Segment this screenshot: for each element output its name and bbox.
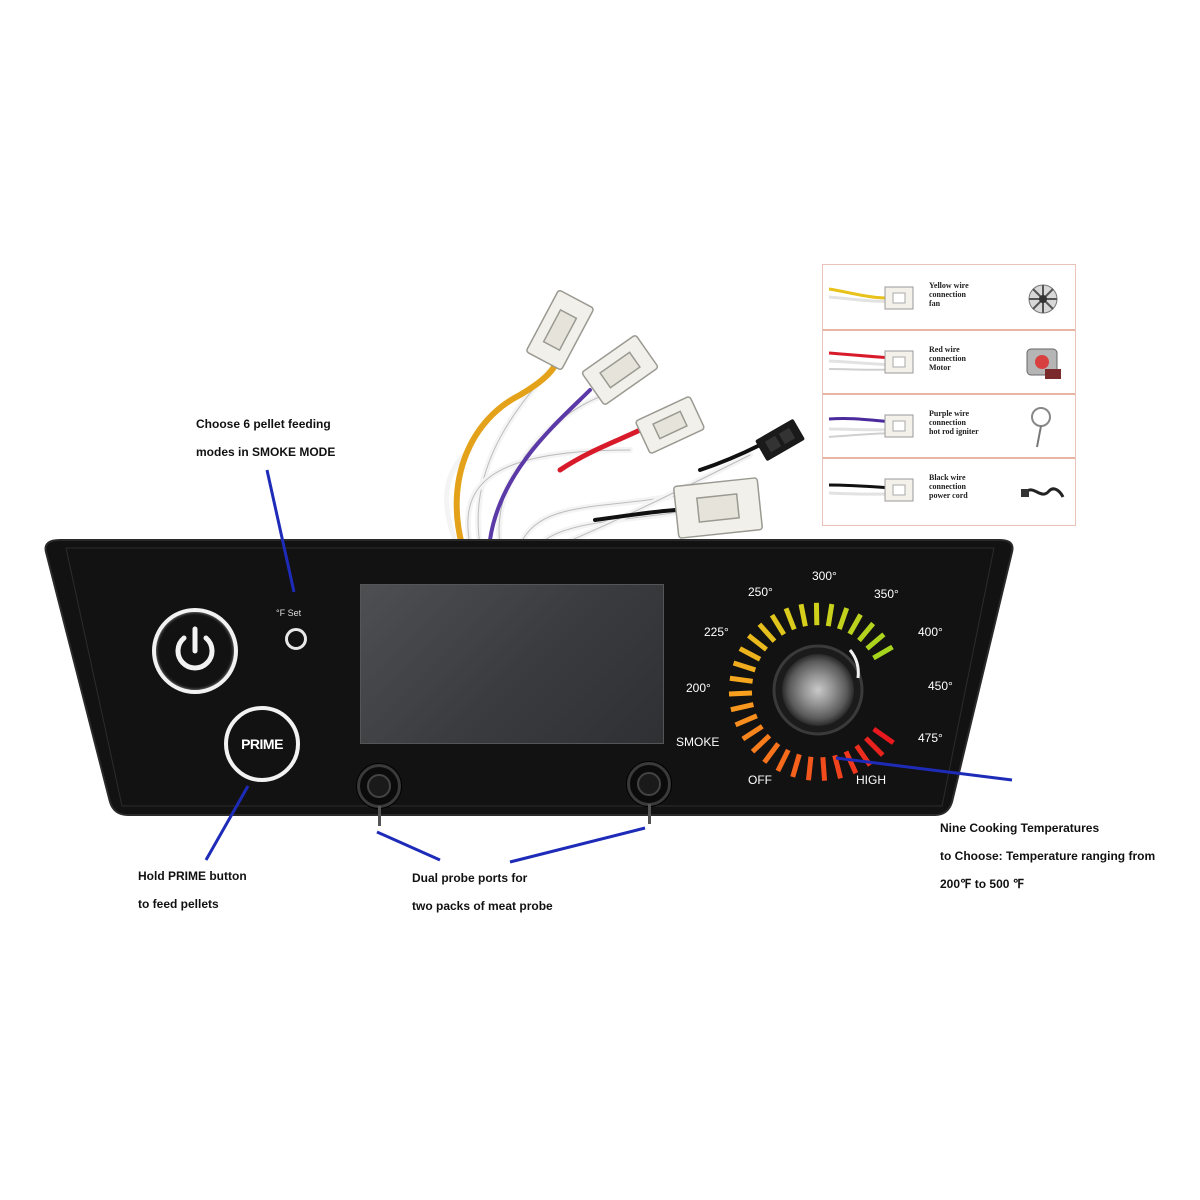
gauge-bar xyxy=(820,756,828,781)
power-icon xyxy=(175,626,215,671)
gauge-bar xyxy=(847,613,863,636)
wire-swatch xyxy=(828,478,914,502)
gauge-bar xyxy=(775,748,791,773)
power-button[interactable] xyxy=(152,608,238,694)
motor-icon xyxy=(1026,348,1061,379)
fan-icon xyxy=(1028,284,1058,314)
gauge-bar xyxy=(729,675,753,684)
power-cord-icon xyxy=(1021,487,1065,498)
prime-label: PRIME xyxy=(241,736,283,752)
annotation-line: 200℉ to 500 ℉ xyxy=(940,877,1025,891)
gauge-bar xyxy=(746,633,768,652)
probe-cable-right xyxy=(648,804,651,824)
gauge-bar xyxy=(843,750,859,775)
lcd-screen xyxy=(360,584,664,744)
legend-row-red: Red wire connection Motor xyxy=(823,331,1075,395)
gauge-bar xyxy=(864,736,885,757)
probe-cable-left xyxy=(378,806,381,826)
gauge-bar xyxy=(730,702,754,713)
wire-swatch xyxy=(828,350,914,374)
wire-legend: Yellow wire connection fan Red wire conn… xyxy=(822,264,1076,526)
dial-tick-label: 450° xyxy=(928,679,953,693)
gauge-bar xyxy=(872,726,895,745)
dial-tick-label: 475° xyxy=(918,731,943,745)
dial-tick-label: 250° xyxy=(748,585,773,599)
feed-modes-annotation: Choose 6 pellet feeding modes in SMOKE M… xyxy=(196,410,335,466)
gauge-bar xyxy=(783,607,797,631)
gauge-bar xyxy=(769,613,786,636)
legend-text: Red wire connection Motor xyxy=(929,345,966,372)
gauge-bar xyxy=(728,690,753,697)
gauge-bar xyxy=(741,724,764,742)
gauge-bar xyxy=(738,646,762,662)
gauge-bar xyxy=(757,622,777,643)
legend-text: Black wire connection power cord xyxy=(929,473,968,500)
annotation-line: to feed pellets xyxy=(138,897,219,911)
annotation-line: Hold PRIME button xyxy=(138,869,247,883)
gauge-bar xyxy=(790,753,802,778)
legend-text: Purple wire connection hot rod igniter xyxy=(929,409,979,436)
temperature-gauge xyxy=(728,602,895,781)
gauge-bar xyxy=(734,713,758,728)
gauge-bar xyxy=(857,621,876,643)
temperatures-annotation: Nine Cooking Temperatures to Choose: Tem… xyxy=(940,814,1155,898)
high-label: HIGH xyxy=(856,773,886,787)
prime-button[interactable]: PRIME xyxy=(224,706,300,782)
dial-tick-label: 200° xyxy=(686,681,711,695)
igniter-icon xyxy=(1031,407,1051,448)
probe-port-right-inner xyxy=(637,772,661,796)
annotation-line: Dual probe ports for xyxy=(412,871,528,885)
annotation-line: to Choose: Temperature ranging from xyxy=(940,849,1156,863)
annotation-line: Choose 6 pellet feeding xyxy=(196,417,331,431)
dial-tick-label: 300° xyxy=(812,569,837,583)
knob-pointer xyxy=(848,649,860,679)
gauge-bar xyxy=(750,733,772,754)
probe-port-left-inner xyxy=(367,774,391,798)
annotation-line: two packs of meat probe xyxy=(412,899,553,913)
set-button[interactable] xyxy=(285,628,307,650)
dial-tick-label: 225° xyxy=(704,625,729,639)
temperature-scale: SMOKE 200° 225° 250° 300° 350° 400° 450° 475° xyxy=(676,569,953,749)
probe-annotation: Dual probe ports for two packs of meat p… xyxy=(412,864,553,920)
dial-tick-label: SMOKE xyxy=(676,735,719,749)
gauge-bar xyxy=(865,632,886,651)
set-label: °F Set xyxy=(276,608,302,618)
gauge-bar xyxy=(832,754,843,779)
legend-row-black: Black wire connection power cord xyxy=(823,459,1075,521)
annotation-line: modes in SMOKE MODE xyxy=(196,445,336,459)
gauge-bar xyxy=(762,742,781,764)
gauge-bar xyxy=(805,756,814,781)
gauge-bar xyxy=(798,603,808,627)
temperature-dial[interactable]: SMOKE 200° 225° 250° 300° 350° 400° 450° 475° OF… xyxy=(660,550,960,810)
gauge-bar xyxy=(836,607,850,630)
off-label: OFF xyxy=(748,773,772,787)
prime-annotation: Hold PRIME button to feed pellets xyxy=(138,862,247,918)
knob-face xyxy=(782,654,854,726)
gauge-bar xyxy=(732,660,757,673)
legend-row-purple: Purple wire connection hot rod igniter xyxy=(823,395,1075,459)
dial-tick-label: 400° xyxy=(918,625,943,639)
annotation-line: Nine Cooking Temperatures xyxy=(940,821,1100,835)
wire-swatch xyxy=(828,286,914,310)
wire-swatch xyxy=(828,414,914,438)
dial-tick-label: 350° xyxy=(874,587,899,601)
gauge-bar xyxy=(872,644,894,661)
legend-row-yellow: Yellow wire connection fan xyxy=(823,267,1075,331)
gauge-bar xyxy=(825,603,835,627)
legend-text: Yellow wire connection fan xyxy=(929,281,969,308)
